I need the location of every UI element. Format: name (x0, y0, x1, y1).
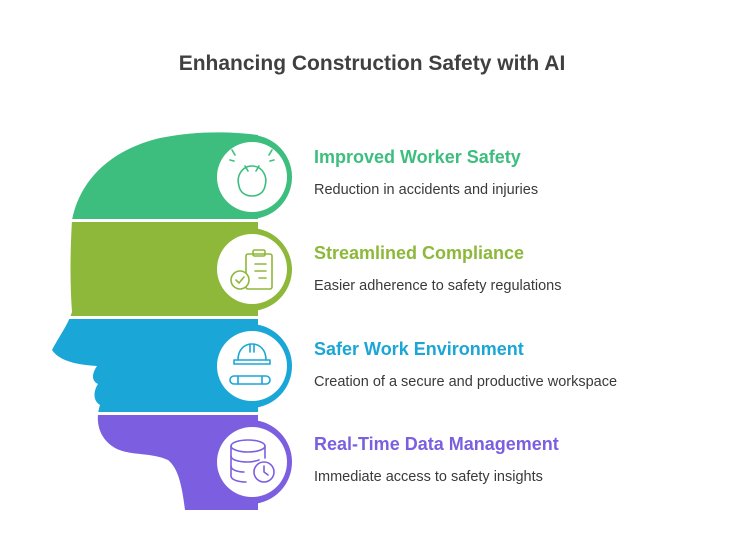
item-description: Easier adherence to safety regulations (314, 278, 562, 294)
worker-head-icon (229, 149, 275, 197)
item-real-time-data-management: Real-Time Data Management Immediate acce… (314, 433, 734, 486)
item-description: Creation of a secure and productive work… (314, 374, 618, 390)
hard-hat-icon (229, 343, 271, 385)
item-streamlined-compliance: Streamlined Compliance Easier adherence … (314, 242, 734, 295)
item-title: Real-Time Data Management (314, 434, 559, 454)
page-title: Enhancing Construction Safety with AI (178, 52, 566, 75)
database-clock-icon (230, 439, 275, 483)
item-improved-worker-safety: Improved Worker Safety Reduction in acci… (314, 146, 734, 199)
item-title: Improved Worker Safety (314, 147, 521, 167)
item-description: Immediate access to safety insights (314, 469, 543, 485)
icon-circle-1 (217, 142, 287, 212)
icon-circle-2 (217, 234, 287, 304)
item-title: Safer Work Environment (314, 339, 524, 359)
item-safer-work-environment: Safer Work Environment Creation of a sec… (314, 338, 734, 391)
item-description: Reduction in accidents and injuries (314, 182, 539, 198)
icon-circle-3 (217, 331, 287, 401)
checklist-icon (230, 249, 273, 290)
item-title: Streamlined Compliance (314, 243, 525, 263)
